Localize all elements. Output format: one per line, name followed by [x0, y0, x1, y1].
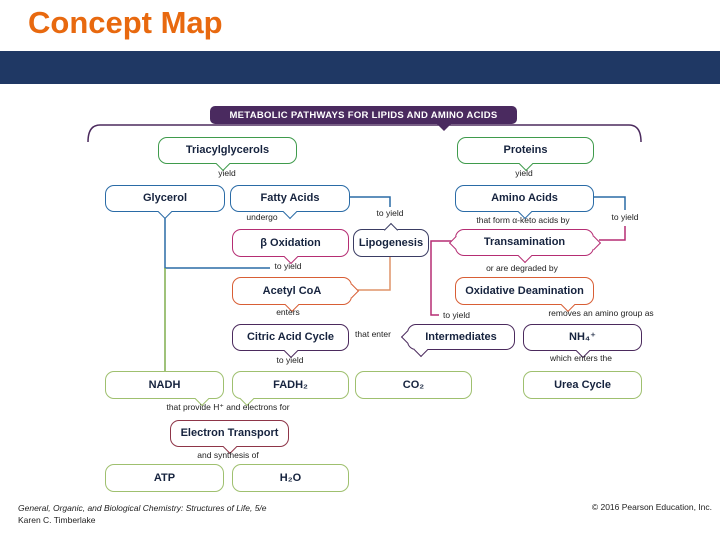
node-label: Citric Acid Cycle	[246, 331, 334, 343]
node-label: Triacylglycerols	[185, 144, 270, 156]
node-label: NH₄⁺	[569, 331, 596, 343]
edge-label-or-degraded: or are degraded by	[486, 263, 558, 273]
footer-author: Karen C. Timberlake	[18, 515, 96, 525]
line-fattyacids-to-lipogenesis	[348, 196, 391, 207]
edge-label-that-enter: that enter	[355, 329, 391, 339]
node-proteins: Proteins	[457, 137, 594, 171]
edge-label-to-yield: to yield	[276, 355, 304, 365]
edge-label-yield: yield	[218, 168, 236, 178]
node-label: Glycerol	[142, 192, 188, 204]
edge-label-to-yield: to yield	[443, 310, 470, 320]
node-co2: CO₂	[355, 371, 472, 399]
node-label: NADH	[148, 378, 181, 391]
edge-label-to-yield: to yield	[274, 261, 302, 271]
banner-metabolic-pathways: METABOLIC PATHWAYS FOR LIPIDS AND AMINO …	[210, 106, 517, 124]
edge-label-undergo: undergo	[246, 212, 278, 222]
node-h2o: H₂O	[232, 464, 349, 492]
node-label: Urea Cycle	[554, 378, 611, 391]
node-oxidative-deamination: Oxidative Deamination	[455, 277, 594, 312]
node-fadh2: FADH₂	[232, 371, 349, 406]
edge-label-that-form: that form α-keto acids by	[476, 215, 570, 225]
node-citric-acid-cycle: Citric Acid Cycle	[232, 324, 349, 358]
node-lipogenesis: Lipogenesis	[353, 222, 429, 257]
edge-label-that-provide: that provide H⁺ and electrons for	[166, 402, 290, 412]
node-label: Intermediates	[425, 330, 497, 343]
node-label: Oxidative Deamination	[465, 284, 584, 297]
line-transamination-to-intermediates	[430, 240, 452, 316]
node-label: FADH₂	[273, 378, 308, 391]
node-atp: ATP	[105, 464, 224, 492]
node-glycerol: Glycerol	[105, 185, 225, 219]
node-label: Electron Transport	[180, 427, 279, 439]
node-beta-oxidation: β Oxidation	[232, 229, 349, 264]
node-label: H₂O	[279, 471, 302, 484]
node-urea-cycle: Urea Cycle	[523, 371, 642, 399]
edge-label-yield: yield	[515, 168, 533, 178]
node-amino-acids: Amino Acids	[455, 185, 594, 219]
node-label: ATP	[153, 471, 176, 484]
node-label: Fatty Acids	[260, 192, 320, 204]
node-label: Lipogenesis	[358, 236, 424, 249]
edge-label-and-synthesis: and synthesis of	[197, 450, 259, 460]
line-aminoacids-right-upper	[592, 196, 626, 210]
node-intermediates: Intermediates	[400, 324, 515, 357]
page-title: Concept Map	[28, 5, 223, 40]
node-label: Proteins	[503, 144, 548, 156]
node-label: Amino Acids	[491, 192, 558, 204]
node-acetyl-coa: Acetyl CoA	[232, 277, 359, 312]
node-label: Transamination	[483, 236, 566, 248]
line-lipogenesis-to-acetylcoa	[357, 255, 391, 291]
node-nadh: NADH	[105, 371, 224, 406]
header-bar	[0, 51, 720, 84]
banner-label: METABOLIC PATHWAYS FOR LIPIDS AND AMINO …	[229, 109, 498, 121]
footer-book-info: General, Organic, and Biological Chemist…	[18, 502, 267, 526]
edge-label-removes-amino: removes an amino group as	[548, 308, 654, 318]
edge-label-to-yield: to yield	[376, 208, 404, 218]
edge-label-enters: enters	[276, 307, 300, 317]
node-label: CO₂	[402, 378, 425, 391]
node-label: β Oxidation	[260, 236, 321, 249]
node-label: Acetyl CoA	[262, 284, 322, 297]
footer-book-title: General, Organic, and Biological Chemist…	[18, 503, 267, 513]
line-banner-bracket	[87, 124, 642, 143]
edge-label-to-yield: to yield	[611, 212, 639, 222]
edge-label-which-enters: which enters the	[550, 353, 612, 363]
node-fatty-acids: Fatty Acids	[230, 185, 350, 219]
node-ammonium: NH₄⁺	[523, 324, 642, 358]
node-electron-transport: Electron Transport	[170, 420, 289, 454]
footer-copyright: © 2016 Pearson Education, Inc.	[591, 502, 712, 512]
node-transamination: Transamination	[448, 229, 601, 263]
node-triacylglycerols: Triacylglycerols	[158, 137, 297, 171]
line-aminoacids-to-transamination	[599, 226, 626, 241]
banner-notch	[436, 123, 452, 131]
